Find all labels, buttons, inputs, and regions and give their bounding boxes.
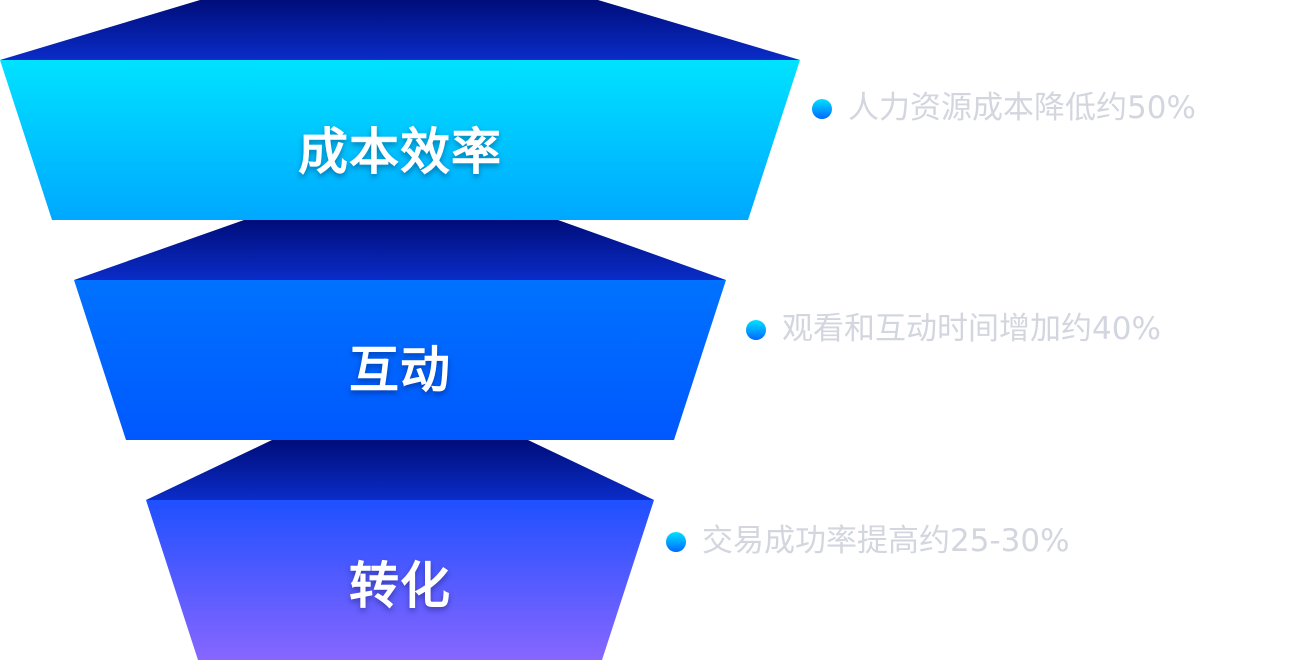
stage-2-label: 互动 xyxy=(349,341,451,399)
stage-1-front-face xyxy=(0,60,800,220)
stage-3-note-text: 交易成功率提高约25-30% xyxy=(702,523,1070,559)
stage-1-label: 成本效率 xyxy=(298,123,502,181)
stage-1-top-face xyxy=(0,0,800,60)
stage-1-note: 人力资源成本降低约50% xyxy=(812,93,1196,124)
stage-1-note-text: 人力资源成本降低约50% xyxy=(848,90,1196,126)
stage-2-top-face xyxy=(74,220,726,280)
stage-3-label: 转化 xyxy=(349,557,451,615)
stage-2-note-text: 观看和互动时间增加约40% xyxy=(782,311,1161,347)
stage-3-note: 交易成功率提高约25-30% xyxy=(666,526,1070,557)
stage-3-top-face xyxy=(146,440,654,500)
bullet-dot-icon xyxy=(812,98,832,119)
stage-2-note: 观看和互动时间增加约40% xyxy=(746,314,1161,345)
stage-2-front-face xyxy=(74,280,726,440)
stage-3-front-face xyxy=(146,500,654,660)
bullet-dot-icon xyxy=(666,531,686,552)
bullet-dot-icon xyxy=(746,319,766,340)
